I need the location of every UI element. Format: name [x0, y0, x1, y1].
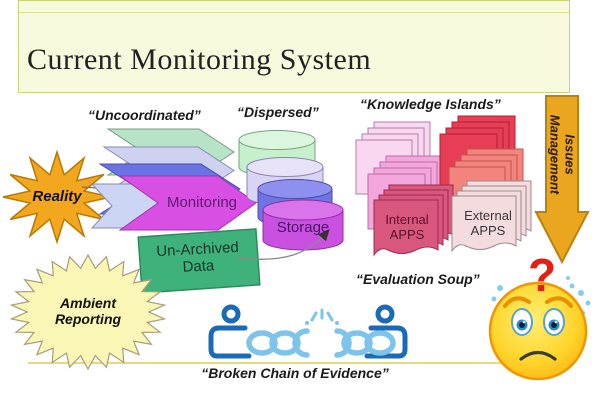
- internal-apps-label: Internal APPS: [385, 212, 429, 242]
- confused-emoji-icon: [488, 276, 591, 381]
- unarchived-data-box: [137, 228, 261, 294]
- unarchived-data-label: Un-Archived Data: [155, 238, 240, 277]
- caption-evaluation-soup: “Evaluation Soup”: [356, 271, 480, 287]
- storage-label: Storage: [276, 219, 330, 236]
- ambient-reporting-starburst: [9, 253, 167, 371]
- reality-starburst: [2, 149, 112, 245]
- issues-management-arrow: [534, 95, 590, 265]
- broken-chain-icon: [208, 304, 408, 359]
- monitoring-arrow-stack: [90, 128, 257, 231]
- issues-management-label: Issues Management: [548, 114, 578, 195]
- storage-cylinder-stack: [238, 130, 344, 251]
- reality-label: Reality: [32, 188, 82, 205]
- monitoring-label: Monitoring: [166, 194, 238, 211]
- ambient-reporting-label: Ambient Reporting: [54, 295, 122, 328]
- title-divider-line: [19, 12, 569, 13]
- caption-dispersed: “Dispersed”: [237, 104, 319, 120]
- slide-title-box: Current Monitoring System: [18, 0, 570, 93]
- caption-broken-chain: “Broken Chain of Evidence”: [201, 365, 389, 381]
- page-title: Current Monitoring System: [27, 43, 372, 77]
- question-mark-icon: ?: [527, 249, 557, 301]
- caption-knowledge-islands: “Knowledge Islands”: [360, 96, 501, 112]
- unarchived-to-storage-connector: [237, 229, 330, 260]
- caption-uncoordinated: “Uncoordinated”: [88, 107, 201, 123]
- external-apps-label: External APPS: [464, 208, 512, 238]
